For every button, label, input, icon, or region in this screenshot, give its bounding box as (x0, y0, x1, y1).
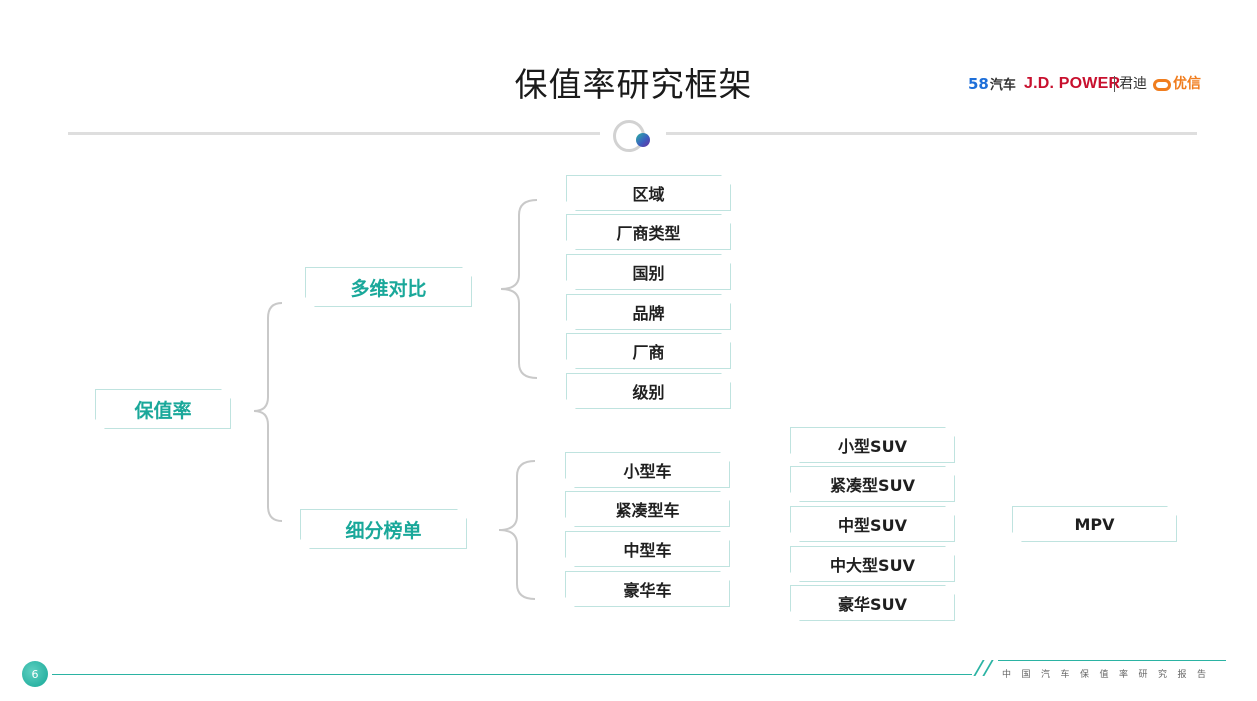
divider-dot-icon (636, 133, 650, 147)
bracket-ranking (498, 460, 536, 600)
node-suv-item: 中大型SUV (790, 546, 955, 582)
logo-58-auto: 58汽车 (968, 75, 1016, 93)
page-title: 保值率研究框架 (514, 65, 753, 104)
logo-jundi: 君迪 (1119, 76, 1147, 92)
logo-jdpower: J.D. POWER (1024, 75, 1121, 92)
node-multi-item: 厂商 (566, 333, 731, 369)
node-suv-item: 小型SUV (790, 427, 955, 463)
node-car-item: 中型车 (565, 531, 730, 567)
header-divider-left (68, 132, 600, 135)
node-suv-item: 豪华SUV (790, 585, 955, 621)
node-car-item: 小型车 (565, 452, 730, 488)
bracket-multi (500, 199, 538, 379)
node-multi-item: 品牌 (566, 294, 731, 330)
youxin-mark-icon (1153, 79, 1171, 91)
footer-rule (52, 674, 972, 675)
node-mpv-item: MPV (1012, 506, 1177, 542)
node-car-item: 紧凑型车 (565, 491, 730, 527)
header-divider-right (666, 132, 1197, 135)
bracket-root (253, 302, 283, 522)
node-suv-item: 中型SUV (790, 506, 955, 542)
node-multi-item: 厂商类型 (566, 214, 731, 250)
footer-report-name: 中国汽车保值率研究报告 (1002, 670, 1217, 680)
node-branch-ranking: 细分榜单 (300, 509, 467, 549)
node-car-item: 豪华车 (565, 571, 730, 607)
node-suv-item: 紧凑型SUV (790, 466, 955, 502)
node-multi-item: 级别 (566, 373, 731, 409)
page-number-badge: 6 (22, 661, 48, 687)
node-root: 保值率 (95, 389, 231, 429)
node-multi-item: 区域 (566, 175, 731, 211)
logo-divider (1114, 76, 1115, 92)
node-multi-item: 国别 (566, 254, 731, 290)
logo-youxin: 优信 (1153, 72, 1201, 96)
node-branch-multi: 多维对比 (305, 267, 472, 307)
footer-rule-right (998, 660, 1226, 661)
